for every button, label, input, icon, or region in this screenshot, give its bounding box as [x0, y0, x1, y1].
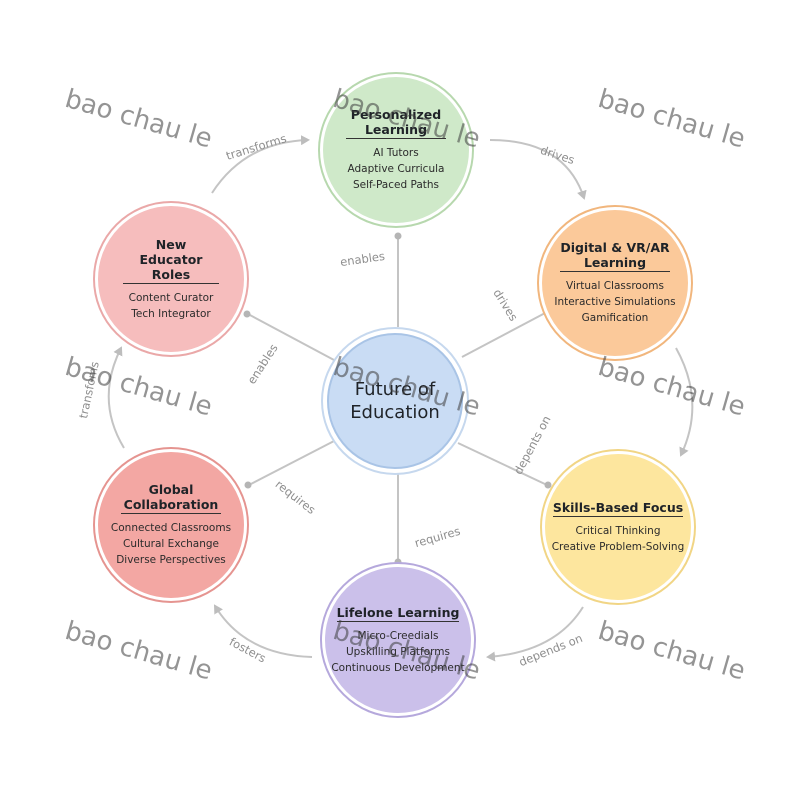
- node-item: Upskilling Platforms: [346, 645, 450, 658]
- spoke-vr: [461, 311, 548, 358]
- node-digital-vr-ar-learning: Digital & VR/AR Learning Virtual Classro…: [539, 207, 691, 359]
- node-item: Virtual Classrooms: [566, 280, 664, 292]
- node-item: Cultural Exchange: [123, 538, 219, 550]
- arrow-personalized-to-vr: [489, 139, 587, 200]
- node-item: Connected Classrooms: [110, 522, 232, 534]
- center-title: Future of Education: [350, 379, 440, 423]
- node-new-educator-roles: New Educator Roles Content Curator Tech …: [95, 203, 247, 355]
- spoke-skills: [457, 442, 548, 486]
- spoke-dot-personalized: [394, 232, 402, 240]
- node-item: Creative Problem-Solving: [551, 540, 685, 553]
- arrow-global-to-educator: [107, 346, 125, 449]
- node-item: Interactive Simulations: [554, 296, 676, 308]
- node-personalized-learning: Personalized Learning AI Tutors Adaptive…: [320, 74, 472, 226]
- node-title: Skills-Based Focus: [552, 499, 684, 517]
- arrow-skills-to-lifelong: [486, 606, 584, 662]
- node-lifelong-learning: Lifelone Learning Micro-Creedials Upskil…: [322, 564, 474, 716]
- arrow-lifelong-to-global: [213, 604, 313, 658]
- spoke-dot-skills: [544, 481, 552, 489]
- node-item: Continuous Development: [331, 661, 465, 674]
- spoke-dot-lifelong: [394, 558, 402, 566]
- arrow-vr-to-skills: [675, 347, 694, 457]
- node-future-of-education: Future of Education: [327, 333, 463, 469]
- node-item: Gamification: [581, 312, 649, 324]
- node-item: Adaptive Curricula: [347, 163, 445, 175]
- node-title: Personalized Learning: [346, 107, 446, 139]
- node-item: Tech Integrator: [131, 307, 211, 320]
- node-item: Critical Thinking: [575, 524, 661, 537]
- arrow-educator-to-personalized: [211, 135, 310, 194]
- spoke-global: [248, 439, 337, 486]
- node-title: Global Collaboration: [121, 482, 221, 514]
- node-skills-based-focus: Skills-Based Focus Critical Thinking Cre…: [542, 451, 694, 603]
- spoke-dot-educator: [243, 310, 251, 318]
- node-title: Lifelone Learning: [336, 604, 460, 622]
- node-global-collaboration: Global Collaboration Connected Classroom…: [95, 449, 247, 601]
- node-item: Micro-Creedials: [357, 629, 439, 642]
- node-item: Self-Paced Paths: [352, 179, 440, 191]
- spoke-educator: [247, 313, 335, 361]
- node-item: Diverse Perspectives: [116, 554, 226, 566]
- node-title: New Educator Roles: [123, 237, 219, 284]
- node-item: Content Curator: [128, 291, 214, 304]
- node-title: Digital & VR/AR Learning: [560, 240, 670, 272]
- spoke-dot-global: [244, 481, 252, 489]
- node-item: AI Tutors: [373, 147, 419, 159]
